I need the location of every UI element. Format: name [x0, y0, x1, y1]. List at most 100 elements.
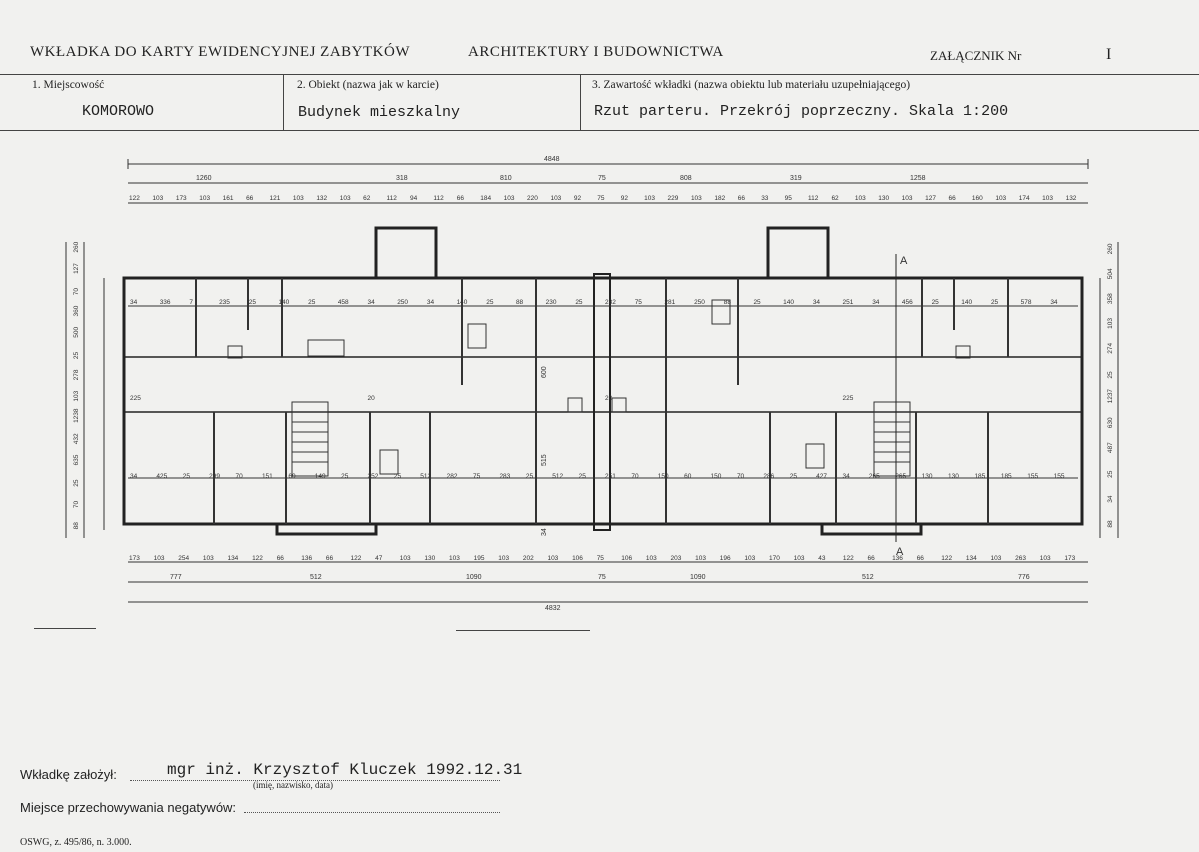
dim-room: 286: [763, 473, 774, 480]
dim-room: 25: [575, 299, 583, 306]
dim-top-group: 1258: [910, 175, 926, 182]
dim-room: 34: [813, 299, 821, 306]
dim-top-detail: 92: [574, 195, 582, 202]
dim-top-detail: 160: [972, 195, 983, 202]
section-mark-top: A: [900, 255, 908, 267]
dim-bottom-detail: 136: [301, 555, 312, 562]
dim-bottom-detail: 196: [720, 555, 731, 562]
dim-top-detail: 33: [761, 195, 769, 202]
dim-room: 155: [1054, 473, 1065, 480]
dim-room: 25: [394, 473, 402, 480]
dim-right: 504: [1107, 268, 1114, 279]
dim-room: 25: [790, 473, 798, 480]
section-mark-bottom: A: [896, 546, 904, 558]
dim-bottom-detail: 103: [695, 555, 706, 562]
dim-bottom-detail: 103: [646, 555, 657, 562]
dim-top-detail: 132: [316, 195, 327, 202]
dim-top-detail: 66: [246, 195, 254, 202]
dim-room: 34: [130, 299, 138, 306]
dim-bottom-group: 776: [1018, 574, 1030, 581]
dim-left: 260: [73, 241, 80, 252]
dim-room: 265: [869, 473, 880, 480]
dim-bottom-detail: 122: [351, 555, 362, 562]
dim-room: 250: [694, 299, 705, 306]
dim-mid-vertical: 34: [541, 528, 548, 536]
dim-bottom-detail: 122: [252, 555, 263, 562]
dim-right: 1237: [1107, 389, 1114, 404]
dim-room: 88: [516, 299, 524, 306]
created-value: mgr inż. Krzysztof Kluczek 1992.12.31: [167, 761, 523, 779]
dim-top-detail: 94: [410, 195, 418, 202]
dim-room: 265: [895, 473, 906, 480]
dim-left: 103: [73, 390, 80, 401]
dim-bottom-detail: 66: [917, 555, 925, 562]
dim-bottom-detail: 103: [991, 555, 1002, 562]
dim-room: 25: [753, 299, 761, 306]
dim-top-total: 4848: [544, 156, 560, 163]
dim-bottom-detail: 66: [326, 555, 334, 562]
object-label: 2. Obiekt (nazwa jak w karcie): [297, 79, 439, 91]
dim-room: 25: [526, 473, 534, 480]
dim-bottom-detail: 134: [966, 555, 977, 562]
dim-room: 251: [605, 473, 616, 480]
dim-room: 34: [1050, 299, 1058, 306]
dim-top-group: 319: [790, 175, 802, 182]
dim-bottom-detail: 103: [449, 555, 460, 562]
dim-right: 88: [1107, 520, 1114, 528]
dim-bottom-group: 1090: [466, 574, 482, 581]
dim-bottom-detail: 173: [129, 555, 140, 562]
dim-room: 578: [1021, 299, 1032, 306]
dim-top-detail: 103: [644, 195, 655, 202]
dim-room: 130: [948, 473, 959, 480]
form-title: WKŁADKA DO KARTY EWIDENCYJNEJ ZABYTKÓW: [30, 44, 410, 60]
dim-room: 230: [546, 299, 557, 306]
dim-bottom-detail: 75: [597, 555, 605, 562]
dim-bottom-detail: 103: [154, 555, 165, 562]
dim-top-detail: 103: [152, 195, 163, 202]
dim-top-group: 1260: [196, 175, 212, 182]
header-rule-bottom: [0, 130, 1199, 131]
dim-room: 140: [457, 299, 468, 306]
dim-top-detail: 103: [550, 195, 561, 202]
dim-top-detail: 161: [223, 195, 234, 202]
floor-plan-drawing: A A 4848 1260 318 810 75 808 319 1258 48…: [65, 156, 1119, 612]
dim-room: 458: [338, 299, 349, 306]
dim-left: 635: [73, 454, 80, 465]
dim-bottom-detail: 122: [941, 555, 952, 562]
dim-bottom-total: 4832: [545, 605, 561, 612]
dim-top-detail: 103: [1042, 195, 1053, 202]
print-code: OSWG, z. 495/86, n. 3.000.: [20, 837, 132, 848]
dim-top-detail: 103: [902, 195, 913, 202]
dim-room: 281: [664, 299, 675, 306]
dim-room: 299: [209, 473, 220, 480]
dim-bottom-detail: 203: [671, 555, 682, 562]
stray-rule-left: [34, 628, 96, 629]
dim-left: 25: [73, 479, 80, 487]
dim-bottom-detail: 263: [1015, 555, 1026, 562]
dim-top-detail: 229: [668, 195, 679, 202]
dim-room: 130: [922, 473, 933, 480]
dim-room: 25: [341, 473, 349, 480]
dim-bottom-detail: 195: [474, 555, 485, 562]
dim-room: 88: [724, 299, 732, 306]
dim-room: 25: [249, 299, 257, 306]
dim-right: 358: [1107, 293, 1114, 304]
dim-room: 25: [932, 299, 940, 306]
dim-room: 25: [183, 473, 191, 480]
dim-top-detail: 122: [129, 195, 140, 202]
dim-top-detail: 112: [433, 195, 444, 202]
dim-bottom-group: 512: [310, 574, 322, 581]
dim-room: 34: [368, 299, 376, 306]
dim-top-detail: 66: [738, 195, 746, 202]
dim-right: 25: [1107, 470, 1114, 478]
dim-room: 251: [843, 299, 854, 306]
dim-bottom-detail: 66: [277, 555, 285, 562]
dim-bottom-detail: 173: [1064, 555, 1075, 562]
dim-left: 500: [73, 327, 80, 338]
dim-top-detail: 103: [504, 195, 515, 202]
dim-right: 260: [1107, 243, 1114, 254]
dim-room: 151: [262, 473, 273, 480]
dim-room: 225: [130, 395, 141, 402]
dim-right: 274: [1107, 343, 1114, 354]
